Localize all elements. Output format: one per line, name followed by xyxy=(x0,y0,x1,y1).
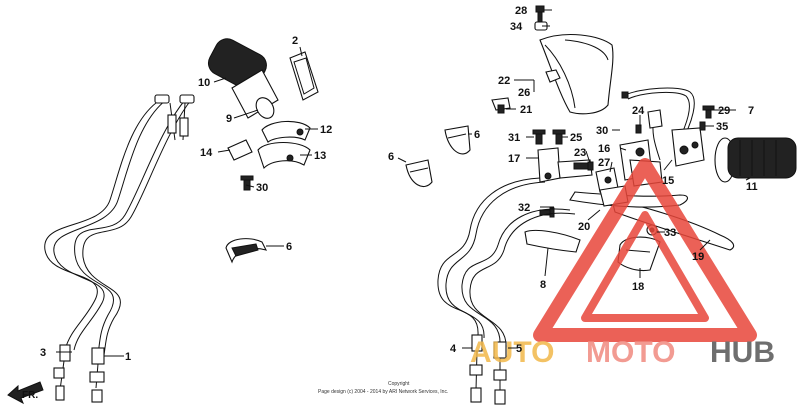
callout-25: 25 xyxy=(570,132,582,144)
callout-15: 15 xyxy=(662,175,674,187)
callout-31: 31 xyxy=(508,132,520,144)
callout-13: 13 xyxy=(314,150,326,162)
copyright-line-2: Page design (c) 2004 - 2014 by ARI Netwo… xyxy=(318,389,448,395)
bolt-25 xyxy=(552,129,566,145)
callout-22: 22 xyxy=(498,75,510,87)
guard-nut xyxy=(545,69,561,83)
callout-6c: 6 xyxy=(388,151,394,163)
callout-10: 10 xyxy=(198,77,210,89)
cable-clamp-left xyxy=(225,238,268,264)
copyright-notice: Copyright Page design (c) 2004 - 2014 by… xyxy=(318,381,448,395)
callout-8: 8 xyxy=(540,279,546,291)
left-grip xyxy=(714,137,797,183)
switch-screws xyxy=(699,105,715,131)
bolt-31 xyxy=(532,129,546,145)
callout-30a: 30 xyxy=(256,182,268,194)
callout-24: 24 xyxy=(632,105,645,117)
callout-1: 1 xyxy=(125,351,131,363)
callout-23: 23 xyxy=(574,147,586,159)
callout-29: 29 xyxy=(718,105,730,117)
throttle-cover xyxy=(289,51,319,101)
cable-clamp-center xyxy=(405,159,433,187)
callout-30b: 30 xyxy=(596,125,608,137)
callout-33: 33 xyxy=(664,227,676,239)
callout-3: 3 xyxy=(40,347,46,359)
hand-guard xyxy=(539,34,614,115)
fr-label: FR. xyxy=(22,390,38,401)
copyright-line-1: Copyright xyxy=(388,381,410,387)
callout-6b: 6 xyxy=(474,129,480,141)
screw-23 xyxy=(573,161,594,171)
callout-26: 26 xyxy=(518,87,530,99)
callout-32: 32 xyxy=(518,202,530,214)
watermark-auto: AUTO xyxy=(470,336,554,369)
callout-16: 16 xyxy=(598,143,610,155)
watermark-moto: MOTO xyxy=(586,336,675,369)
callout-5: 5 xyxy=(516,343,522,355)
callout-14: 14 xyxy=(200,147,213,159)
callout-35: 35 xyxy=(716,121,728,133)
cable-end-8 xyxy=(524,229,581,253)
callout-11: 11 xyxy=(746,181,758,193)
callout-numbers: 1 2 3 4 5 6 6 6 7 8 9 10 11 12 13 14 15 … xyxy=(40,5,758,363)
callout-6a: 6 xyxy=(286,241,292,253)
callout-27: 27 xyxy=(598,157,610,169)
front-direction-arrow: FR. xyxy=(7,381,44,405)
callout-20: 20 xyxy=(578,221,590,233)
callout-34: 34 xyxy=(510,21,523,33)
guard-bolt xyxy=(534,5,548,31)
guard-bracket xyxy=(491,97,511,114)
callout-7: 7 xyxy=(748,105,754,117)
callout-18: 18 xyxy=(632,281,644,293)
callout-21: 21 xyxy=(520,104,532,116)
screw-left xyxy=(240,175,254,191)
callout-2: 2 xyxy=(292,35,298,47)
callout-19: 19 xyxy=(692,251,704,263)
callout-4: 4 xyxy=(450,343,457,355)
watermark: AUTO MOTO HUB xyxy=(470,158,775,369)
watermark-hub: HUB xyxy=(710,336,775,369)
callout-12: 12 xyxy=(320,124,332,136)
callout-17: 17 xyxy=(508,153,520,165)
throttle-cables xyxy=(44,94,195,403)
right-cables xyxy=(437,177,576,405)
switch-wiring xyxy=(621,87,695,161)
kill-switch xyxy=(671,127,705,167)
cable-clamp-right xyxy=(444,125,471,155)
callout-9: 9 xyxy=(226,113,232,125)
throttle-guide xyxy=(227,139,253,161)
callout-28: 28 xyxy=(515,5,527,17)
leader-lines xyxy=(56,9,751,357)
throttle-housing xyxy=(257,120,311,170)
throttle-grip xyxy=(207,38,279,119)
